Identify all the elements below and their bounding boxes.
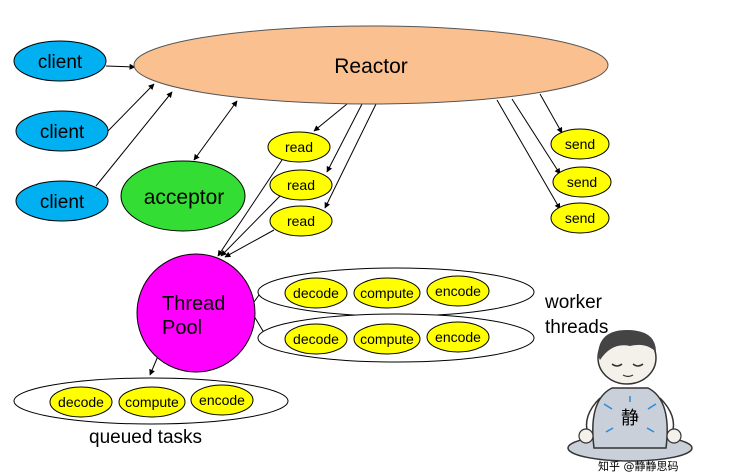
arrow-client2-reactor: [106, 83, 155, 133]
reactor-label: Reactor: [334, 55, 408, 78]
worker-threads-label-line1: worker: [544, 292, 603, 313]
compute-task-label: compute: [360, 331, 414, 347]
queued-tasks-label: queued tasks: [89, 427, 202, 448]
client-shape: [15, 110, 109, 152]
mascot-eye-left: [611, 363, 623, 367]
arrow-reactor-send3: [496, 99, 561, 210]
client-label: client: [38, 52, 83, 73]
client-node-1: client: [13, 40, 107, 82]
read-node-1: read: [267, 131, 331, 163]
meditating-mascot-illustration: 静: [567, 330, 693, 462]
acceptor-shape: [120, 160, 246, 232]
read-shape: [269, 205, 333, 237]
decode-task-shape: [284, 277, 348, 309]
mascot-body: [592, 387, 668, 449]
acceptor-label: acceptor: [144, 186, 225, 209]
encode-task-label: encode: [435, 283, 481, 299]
arrow-client3-reactor: [95, 91, 173, 187]
client-shape: [13, 40, 107, 82]
decode-task-label: decode: [58, 394, 104, 410]
worker-thread-group-1: decode compute encode: [257, 267, 535, 317]
arrow-read2-pool: [220, 195, 281, 257]
encode-task-label: encode: [435, 329, 481, 345]
arrow-reactor-read2: [326, 103, 363, 173]
encode-task-shape: [426, 275, 490, 307]
decode-task-shape: [284, 323, 348, 355]
send-node-3: send: [550, 202, 610, 234]
arrow-reactor-read1: [313, 103, 348, 132]
client-node-2: client: [15, 110, 109, 152]
worker-thread-group-2: decode compute encode: [257, 313, 535, 363]
arrow-reactor-acceptor: [193, 100, 238, 161]
compute-task-label: compute: [360, 285, 414, 301]
mascot-hand-right: [666, 428, 682, 444]
worker-threads-label-line2: threads: [545, 317, 608, 338]
thread-pool-node: Thread Pool: [136, 253, 256, 373]
reactor-shape: [133, 25, 609, 105]
compute-task-label: compute: [125, 394, 179, 410]
send-shape: [550, 202, 610, 234]
compute-task-shape: [353, 277, 421, 309]
compute-task-shape: [353, 323, 421, 355]
thread-pool-label-line2: Pool: [162, 317, 202, 339]
mascot-eye-right: [632, 363, 644, 367]
encode-task-shape: [426, 321, 490, 353]
read-shape: [269, 169, 333, 201]
arrow-reactor-read3: [324, 103, 377, 209]
queued-tasks-group: decode compute encode: [13, 377, 289, 425]
mascot-hair: [598, 330, 656, 360]
send-node-1: send: [550, 128, 610, 160]
send-label: send: [567, 174, 597, 190]
send-shape: [552, 166, 612, 198]
read-node-2: read: [269, 169, 333, 201]
arrow-read1-pool: [217, 159, 283, 257]
decode-task-label: decode: [293, 285, 339, 301]
send-shape: [550, 128, 610, 160]
reactor-node: Reactor: [133, 25, 609, 105]
mascot-hand-left: [578, 428, 594, 444]
decode-task-shape: [49, 386, 113, 418]
client-shape: [15, 180, 109, 222]
encode-task-label: encode: [199, 392, 245, 408]
send-label: send: [565, 136, 595, 152]
encode-task-shape: [190, 384, 254, 416]
arrow-client1-reactor: [105, 63, 136, 70]
read-node-3: read: [269, 205, 333, 237]
decode-task-label: decode: [293, 331, 339, 347]
client-label: client: [40, 122, 85, 143]
compute-task-shape: [118, 386, 186, 418]
client-node-3: client: [15, 180, 109, 222]
read-label: read: [285, 139, 313, 155]
arrow-reactor-send2: [511, 98, 561, 175]
thread-pool-label-line1: Thread: [162, 293, 225, 315]
watermark-text: 知乎 @静静思码: [598, 459, 679, 472]
arrow-read3-pool: [224, 229, 275, 258]
client-label: client: [40, 192, 85, 213]
read-shape: [267, 131, 331, 163]
read-label: read: [287, 213, 315, 229]
send-node-2: send: [552, 166, 612, 198]
thread-pool-shape: [136, 253, 256, 373]
mascot-badge-text: 静: [621, 408, 639, 429]
arrow-reactor-send1: [539, 93, 563, 134]
mascot-glow-lines: [603, 396, 657, 433]
read-label: read: [287, 177, 315, 193]
send-label: send: [565, 210, 595, 226]
acceptor-node: acceptor: [120, 160, 246, 232]
mascot-mouth: [622, 374, 634, 378]
